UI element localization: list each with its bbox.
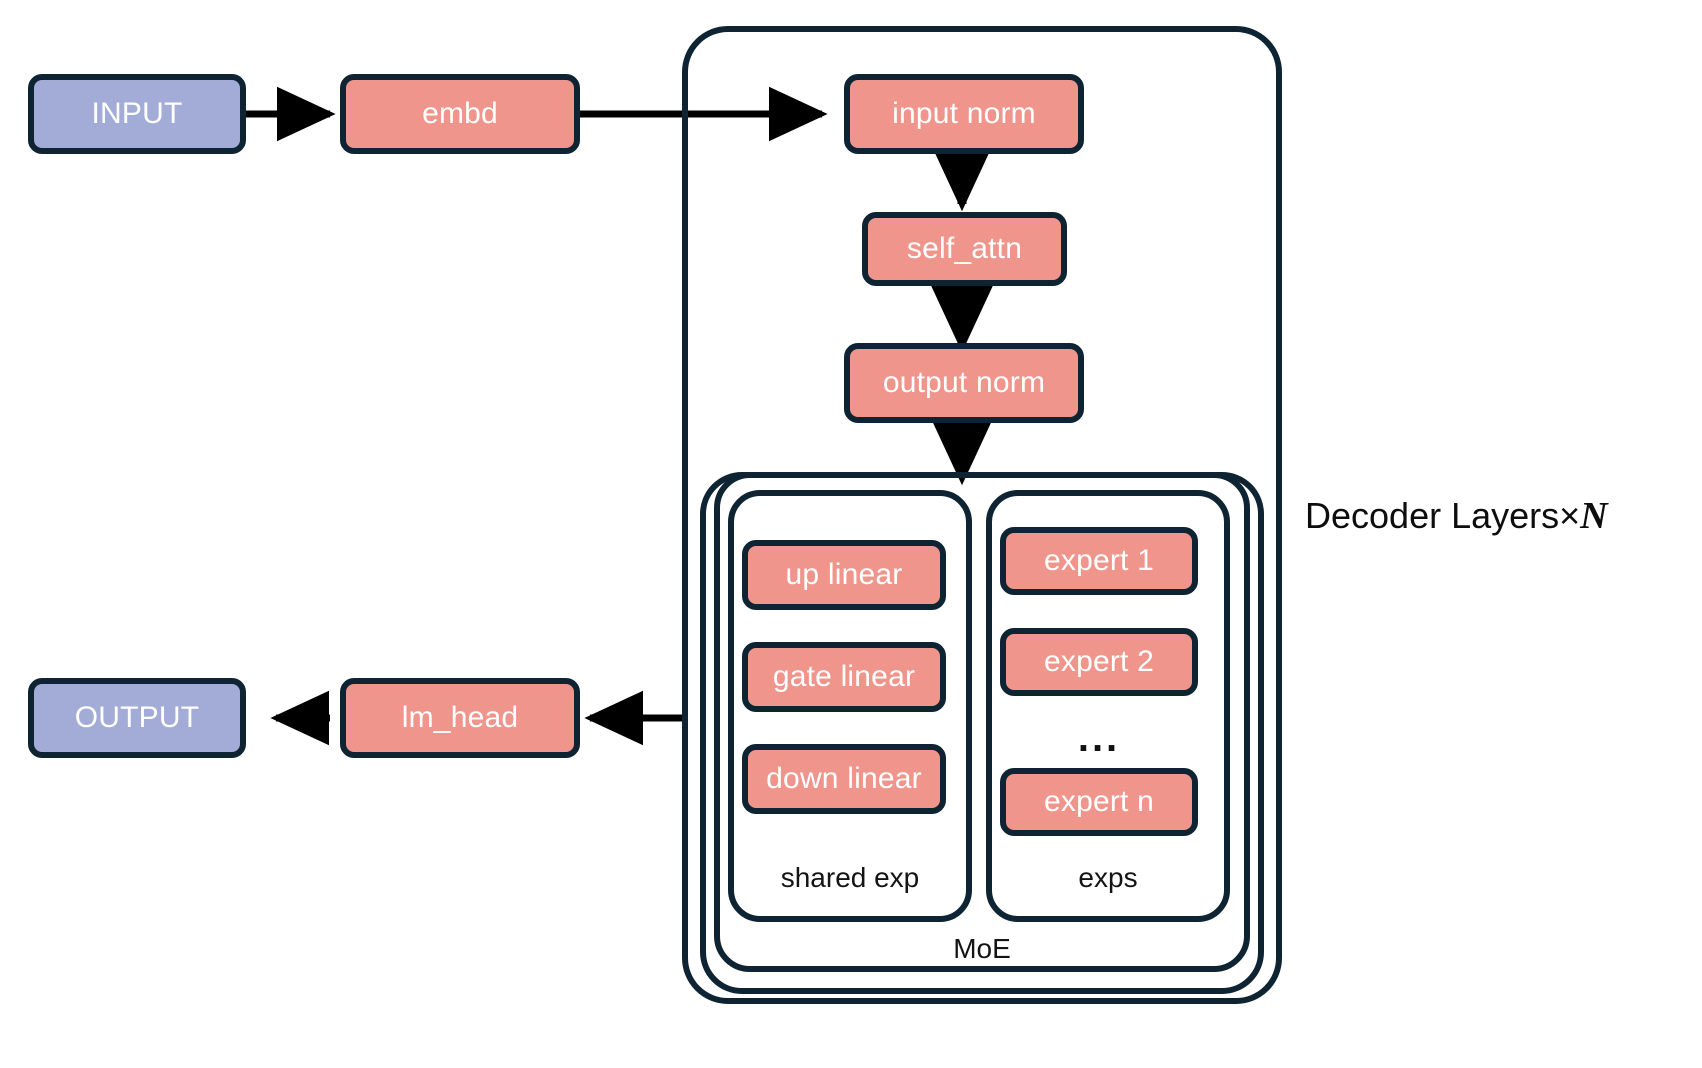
node-expert-2[interactable]: expert 2 [1000,628,1198,696]
node-lm-head-label: lm_head [401,701,519,734]
node-self-attn[interactable]: self_attn [862,212,1067,286]
experts-label: exps [1078,862,1138,893]
moe-label: MoE [953,933,1011,964]
node-gate-linear[interactable]: gate linear [742,642,946,712]
node-embd[interactable]: embd [340,74,580,154]
decoder-layers-container [682,26,1282,1004]
node-output[interactable]: OUTPUT [28,678,246,758]
node-gate-linear-label: gate linear [772,660,916,693]
node-output-norm[interactable]: output norm [844,343,1084,423]
node-expert-1[interactable]: expert 1 [1000,527,1198,595]
node-input-norm-label: input norm [892,97,1036,130]
decoder-layers-label-text: Decoder Layers× [1305,495,1581,536]
node-lm-head[interactable]: lm_head [340,678,580,758]
decoder-layers-count-var: N [1580,495,1608,537]
node-input-label: INPUT [91,97,183,130]
node-expert-1-label: expert 1 [1044,544,1154,577]
shared-expert-label: shared exp [780,862,920,893]
experts-container [986,490,1230,922]
moe-inner-container [714,472,1250,972]
node-embd-label: embd [422,97,498,130]
node-self-attn-label: self_attn [906,232,1023,265]
node-output-label: OUTPUT [74,701,200,734]
node-down-linear-label: down linear [766,762,922,795]
node-expert-n[interactable]: expert n [1000,768,1198,836]
decoder-layers-label: Decoder Layers×N [1305,494,1608,538]
node-up-linear[interactable]: up linear [742,540,946,610]
node-output-norm-label: output norm [882,366,1046,399]
node-up-linear-label: up linear [785,558,903,591]
experts-ellipsis: ... [1077,716,1121,760]
shared-expert-container [728,490,972,922]
node-down-linear[interactable]: down linear [742,744,946,814]
node-expert-n-label: expert n [1044,785,1154,818]
node-input[interactable]: INPUT [28,74,246,154]
node-expert-2-label: expert 2 [1044,645,1154,678]
node-input-norm[interactable]: input norm [844,74,1084,154]
